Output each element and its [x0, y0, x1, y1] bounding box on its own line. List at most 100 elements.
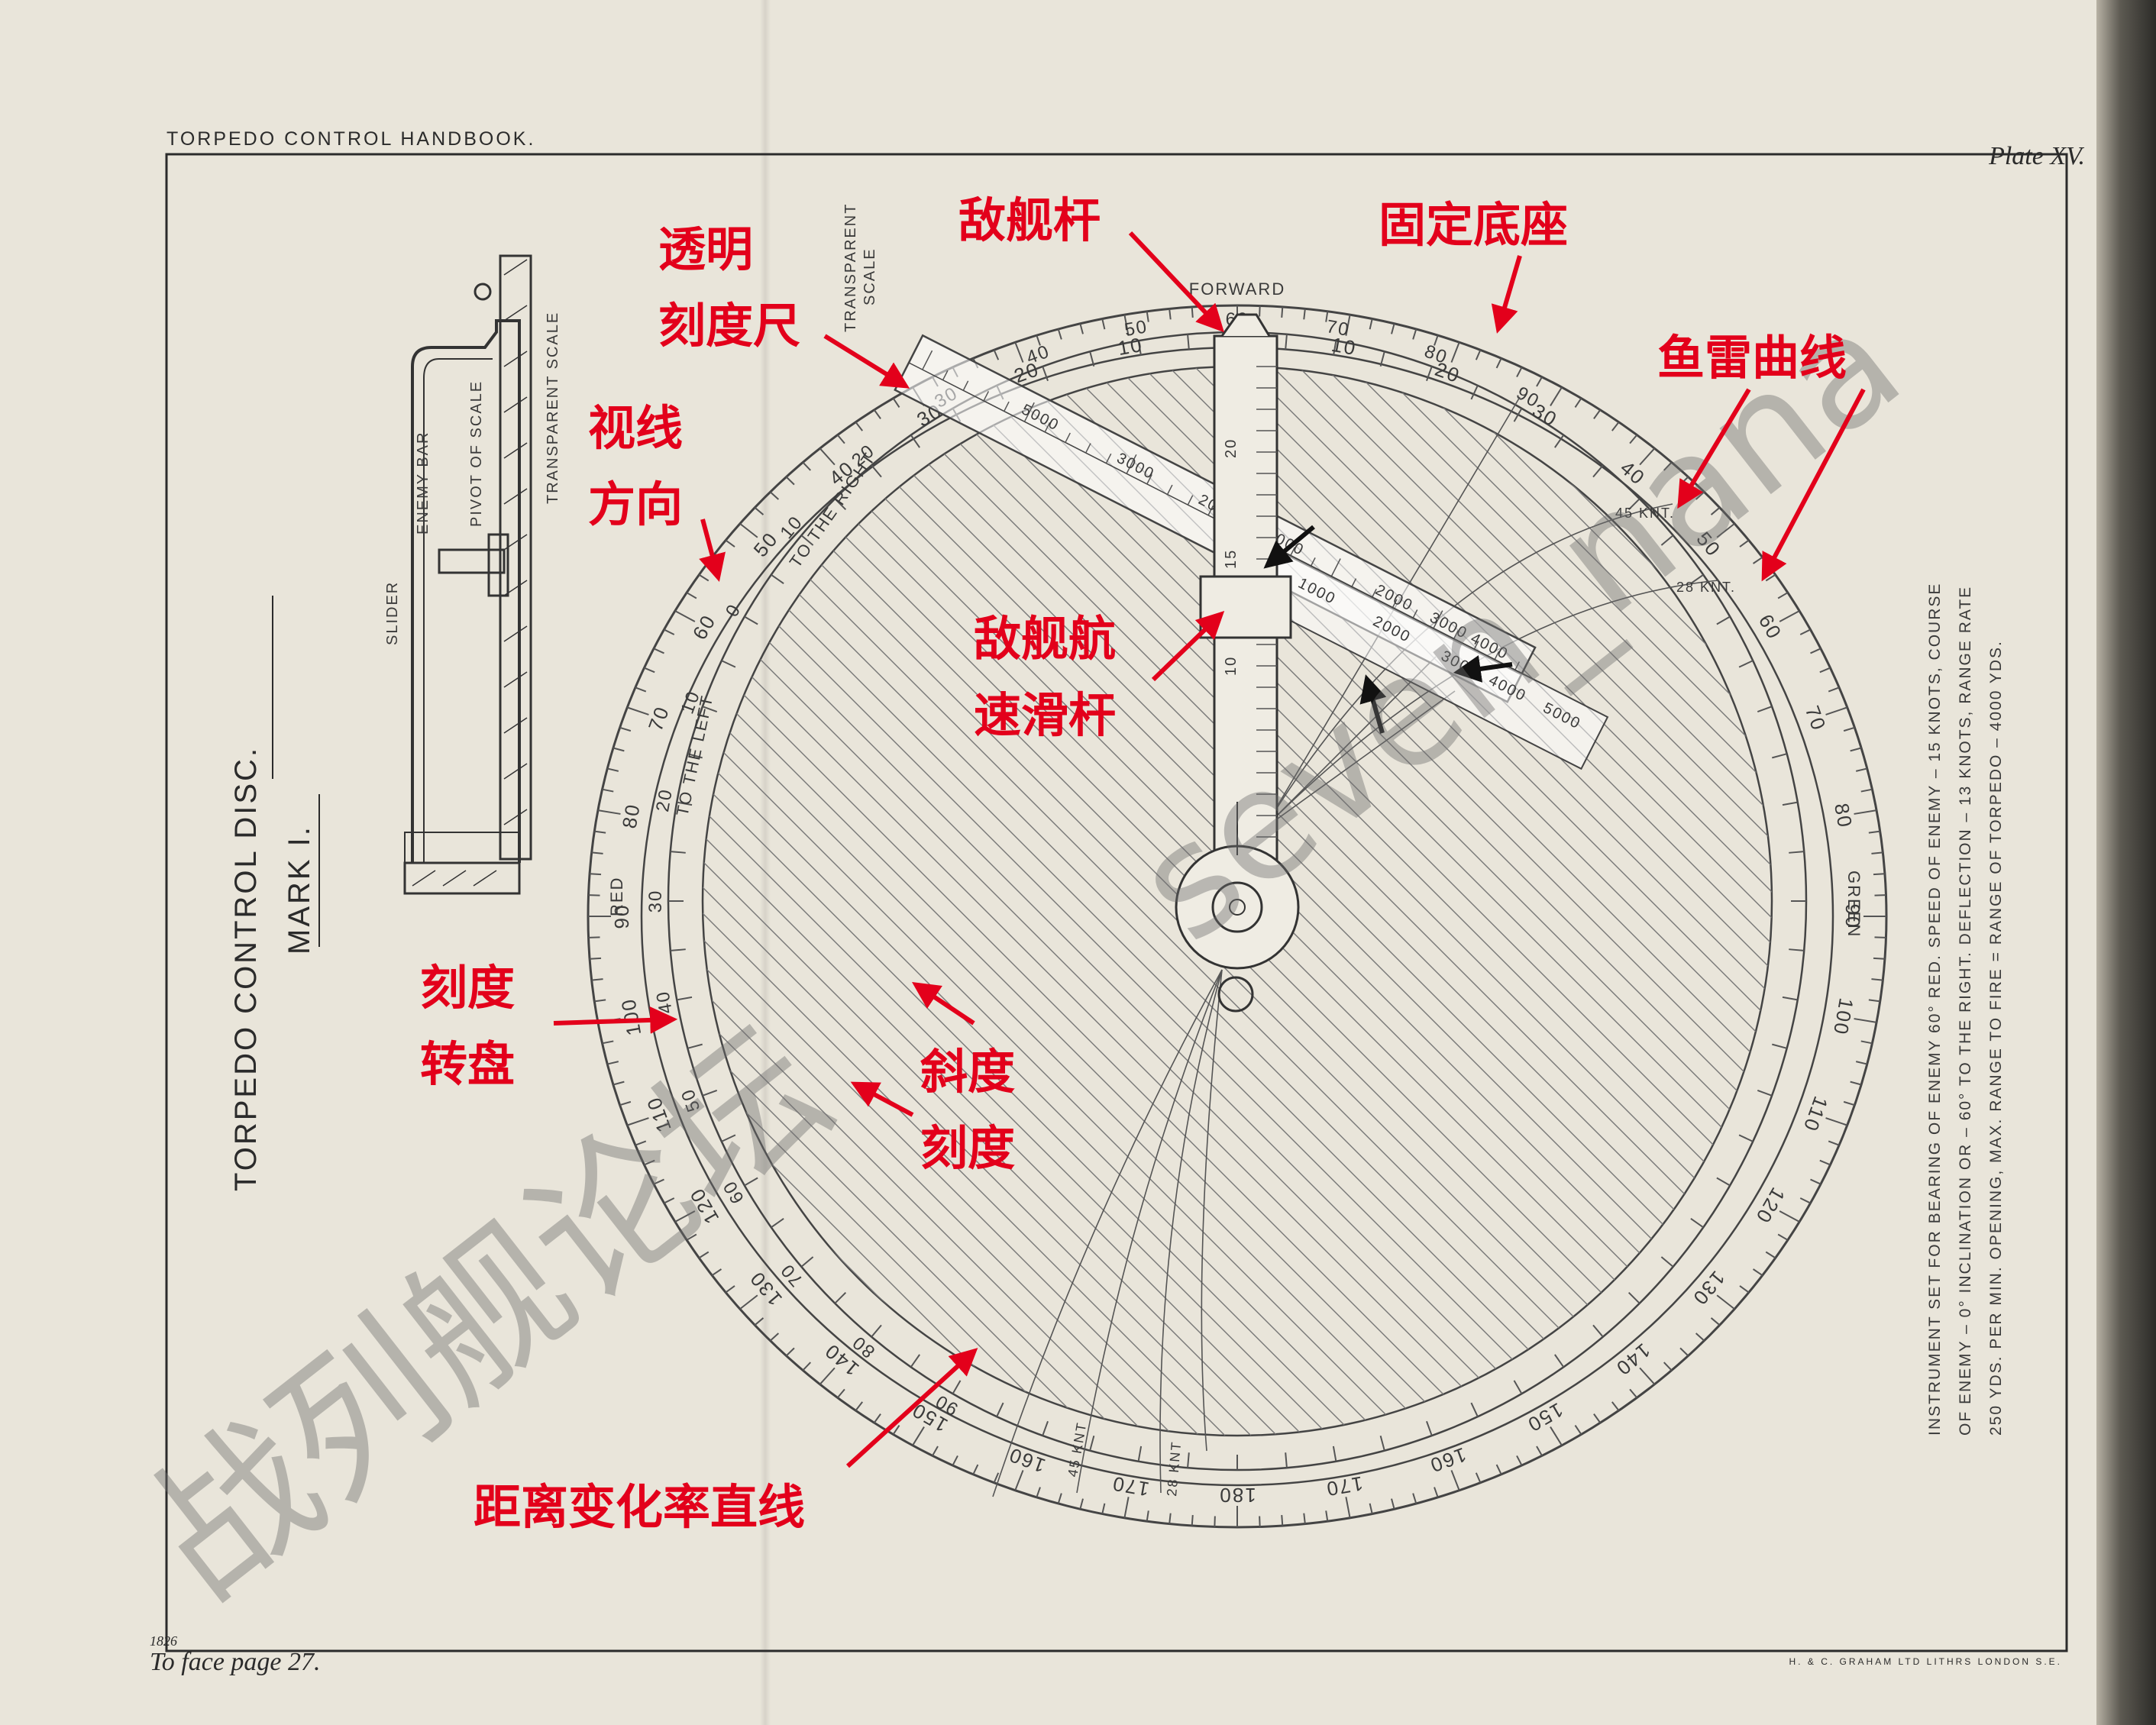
bearing-tick — [1710, 1317, 1721, 1326]
scale-tick — [1146, 474, 1152, 485]
bearing-tick — [1716, 522, 1735, 538]
dial-tick — [744, 1177, 758, 1187]
bearing-tick — [591, 978, 603, 981]
hatch-line — [1168, 367, 1772, 1436]
bearing-tick — [1345, 1497, 1351, 1519]
bearing-tick — [739, 522, 758, 538]
arrow-curve-45 — [1677, 388, 1751, 509]
dial-tick — [771, 1218, 784, 1229]
scale-tick — [1187, 495, 1194, 506]
hatch-line — [703, 367, 1044, 1436]
dial-number: 50 — [1123, 316, 1149, 341]
bearing-tick — [1854, 809, 1877, 815]
dial-tick — [1042, 1420, 1049, 1436]
ann-range-rate: 距离变化率直线 — [474, 1479, 805, 1535]
hatch-line — [882, 367, 1772, 1436]
arrow-enemy-bar — [1128, 231, 1224, 333]
rate-line-a — [1263, 656, 1437, 829]
bearing-tick — [1303, 308, 1306, 320]
bearing-tick — [613, 747, 625, 752]
dial-tick — [910, 1354, 920, 1368]
bearing-tick — [1871, 851, 1883, 854]
dial-tick — [744, 615, 758, 625]
bearing-tick — [1101, 1503, 1106, 1514]
hatch-line — [703, 367, 1408, 1436]
bearing-tick — [1079, 323, 1084, 334]
bearing-tick — [892, 1425, 900, 1435]
dial-tick — [1470, 385, 1479, 400]
hatch-line — [960, 367, 1772, 1436]
bearing-tick — [739, 1294, 758, 1310]
bearing-tick — [1259, 305, 1261, 317]
dial-tick — [1592, 1324, 1604, 1338]
bearing-tick — [711, 1268, 722, 1277]
dial-tick — [1187, 334, 1190, 350]
dial-tick — [1513, 1380, 1523, 1394]
bearing-tick — [1214, 305, 1216, 317]
speed-mark-15: 15 — [1223, 549, 1240, 569]
bearing-tick — [1536, 376, 1543, 387]
bearing-tick — [686, 1233, 697, 1241]
dial-tick — [834, 498, 847, 511]
dial-tick — [1757, 1090, 1773, 1097]
bearing-tick — [1752, 1268, 1763, 1277]
bearing-number: 90 — [1841, 904, 1864, 929]
bearing-tick — [644, 667, 655, 674]
bearing-tick — [1325, 1510, 1329, 1522]
page-fold — [760, 0, 771, 1725]
hatch-line — [703, 367, 1148, 1436]
hatch-line — [703, 367, 1511, 1436]
bearing-tick — [644, 1159, 655, 1166]
bearing-tick — [785, 1347, 795, 1357]
bearing-tick — [1536, 1446, 1543, 1456]
bearing-tick — [754, 506, 764, 515]
ann-transparent-2: 刻度尺 — [658, 298, 800, 354]
scale-tick — [1432, 610, 1443, 630]
dial-tick — [1089, 351, 1095, 367]
bearing-tick — [591, 851, 603, 854]
dial-number: 20 — [652, 787, 677, 813]
arrow-range-rate — [845, 1348, 978, 1468]
hatch-line — [1401, 367, 1772, 1436]
bearing-tick — [1843, 1100, 1855, 1106]
dial-tick — [1738, 1134, 1754, 1142]
dial-tick — [702, 706, 718, 712]
book-title: TORPEDO CONTROL HANDBOOK. — [166, 128, 535, 150]
bearing-number: 60 — [1754, 610, 1786, 644]
bearing-tick — [1369, 1503, 1373, 1514]
bearing-number: 170 — [1110, 1471, 1151, 1500]
speed-mark-20: 20 — [1223, 438, 1240, 458]
bearing-tick — [1855, 767, 1867, 772]
dial-tick — [1379, 1436, 1385, 1451]
dial-tick — [1592, 464, 1604, 478]
dial-tick — [1042, 366, 1049, 382]
bearing-tick — [1639, 447, 1656, 466]
bearing-tick — [819, 1367, 836, 1385]
bearing-tick — [1679, 1347, 1689, 1357]
red-label: RED — [607, 877, 626, 916]
dial-tick — [1187, 1452, 1190, 1468]
scale-tick — [1065, 432, 1071, 443]
dial-tick — [1426, 1420, 1433, 1436]
bearing-tick — [1259, 1516, 1261, 1527]
bearing-tick — [972, 1464, 979, 1475]
hatch-line — [703, 367, 1018, 1436]
bearing-tick — [1873, 957, 1885, 960]
hatch-line — [703, 367, 1330, 1436]
bearing-tick — [1345, 314, 1351, 336]
hatch-line — [703, 367, 1459, 1436]
hatch-line — [703, 367, 1122, 1436]
black-arrow-rate — [1359, 674, 1387, 734]
bearing-number: 120 — [1751, 1184, 1790, 1228]
dial-tick — [1285, 1452, 1288, 1468]
bearing-tick — [1391, 1498, 1395, 1510]
green-label: GREEN — [1844, 871, 1863, 938]
bearing-number: 80 — [1830, 802, 1857, 831]
bearing-tick — [1325, 311, 1329, 322]
dial-tick — [1628, 1291, 1640, 1304]
dial-tick — [1772, 753, 1787, 759]
bearing-number: 110 — [1799, 1093, 1832, 1135]
bearing-tick — [1550, 1426, 1563, 1446]
bearing-tick — [626, 706, 649, 716]
hatch-line — [934, 367, 1772, 1436]
